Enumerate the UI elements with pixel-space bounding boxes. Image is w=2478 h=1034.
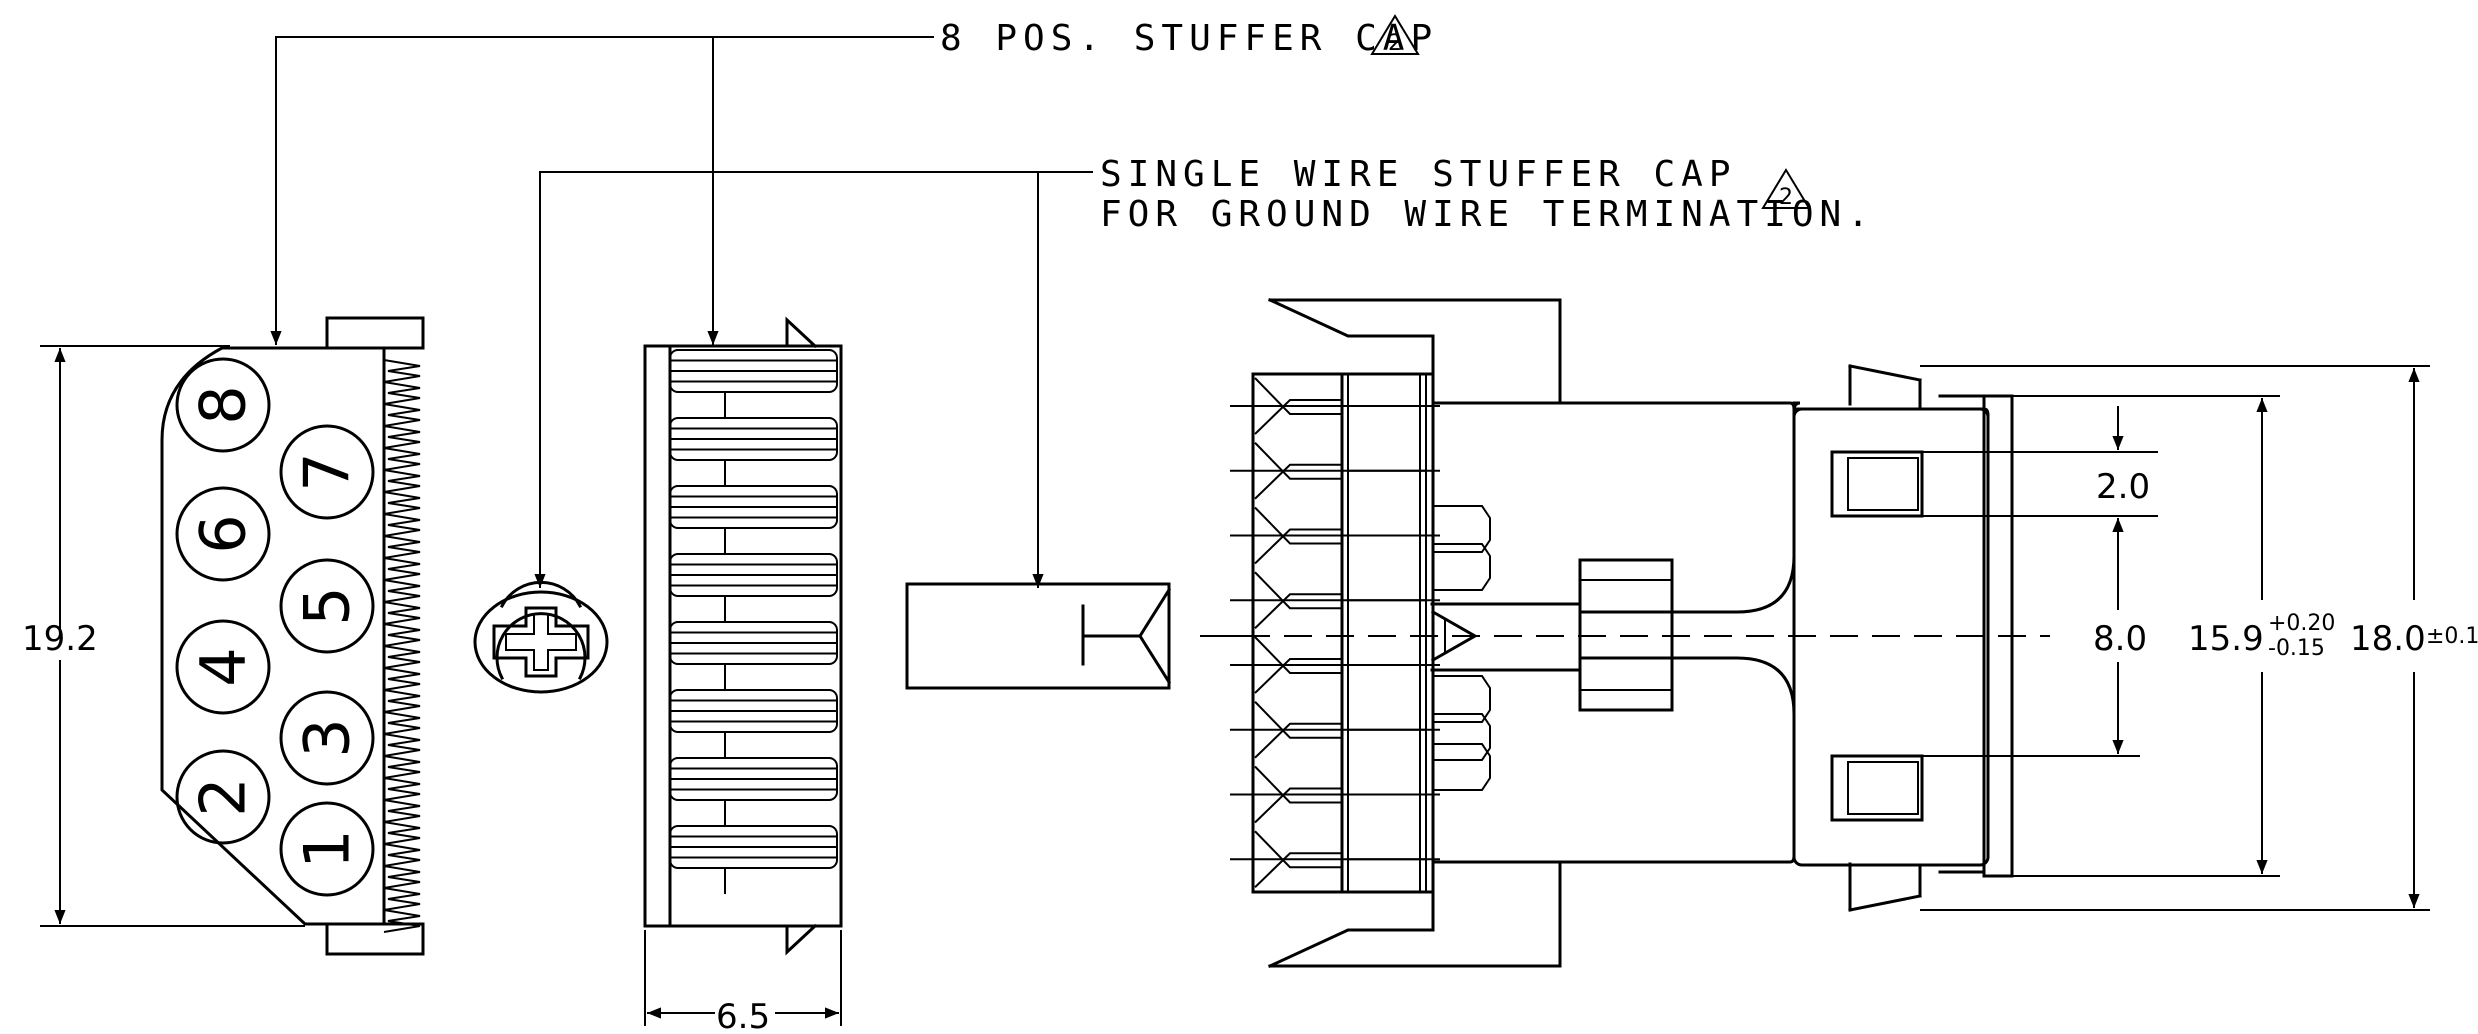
cap-slots bbox=[669, 349, 838, 894]
position-number-8: 8 bbox=[187, 385, 260, 424]
revision-triangle-icon: 2 bbox=[1370, 14, 1420, 56]
position-number-6: 6 bbox=[187, 514, 260, 553]
position-number-2: 2 bbox=[187, 777, 260, 816]
position-number-5: 5 bbox=[291, 586, 364, 625]
position-circle-7 bbox=[279, 424, 375, 520]
dim-2-0: 2.0 bbox=[1922, 406, 2158, 560]
position-number-1: 1 bbox=[291, 829, 364, 868]
position-circle-3 bbox=[279, 690, 375, 786]
revision-triangle-icon: 2 bbox=[1761, 168, 1811, 210]
dim-19-2: 19.2 bbox=[22, 345, 305, 927]
position-circle-5 bbox=[279, 558, 375, 654]
contact-comb bbox=[1230, 377, 1440, 888]
svg-text:2: 2 bbox=[1779, 185, 1793, 210]
label-8pos-stuffer-cap: 8 POS. STUFFER CAP bbox=[940, 18, 1438, 59]
position-number-4: 4 bbox=[187, 647, 260, 686]
dim-15-9: 15.9 +0.20 -0.15 bbox=[2012, 395, 2335, 877]
position-circle-8 bbox=[175, 357, 271, 453]
svg-text:2: 2 bbox=[1388, 31, 1402, 56]
position-circle-1 bbox=[279, 801, 375, 897]
dim-label-18-0: 18.0 bbox=[2350, 619, 2426, 659]
dim-18-0: 18.0 ±0.1 bbox=[1920, 365, 2478, 911]
label-single-wire-line2: FOR GROUND WIRE TERMINATION. bbox=[1100, 194, 1875, 235]
position-number-7: 7 bbox=[291, 452, 364, 491]
dim-8-0: 8.0 bbox=[1922, 518, 2147, 757]
dim-tol-plus: +0.20 bbox=[2268, 611, 2335, 636]
dim-label-8-0: 8.0 bbox=[2093, 619, 2147, 659]
dim-label-6-5: 6.5 bbox=[716, 997, 770, 1034]
dim-label-19-2: 19.2 bbox=[22, 619, 98, 659]
stuffer-cap-side-view bbox=[643, 316, 843, 956]
position-number-3: 3 bbox=[291, 718, 364, 757]
dim-label-15-9: 15.9 bbox=[2188, 619, 2264, 659]
position-circle-6 bbox=[175, 486, 271, 582]
leader-single-wire-stuffer-cap: SINGLE WIRE STUFFER CAP FOR GROUND WIRE … bbox=[534, 154, 1875, 588]
dim-tol-18: ±0.1 bbox=[2426, 624, 2478, 649]
dim-6-5: 6.5 bbox=[644, 930, 842, 1034]
leader-8pos-stuffer-cap: 8 POS. STUFFER CAP 2 bbox=[270, 14, 1438, 345]
position-circle-2 bbox=[175, 749, 271, 845]
assembled-connector-view bbox=[1230, 298, 2014, 968]
serrated-edge bbox=[383, 359, 421, 933]
dim-label-2-0: 2.0 bbox=[2096, 467, 2150, 507]
center-tabs bbox=[1433, 505, 1491, 791]
label-single-wire-line1: SINGLE WIRE STUFFER CAP bbox=[1100, 154, 1737, 195]
single-wire-cap-end-view bbox=[473, 580, 609, 694]
single-wire-cap-side-view bbox=[905, 582, 1172, 690]
dim-tol-minus: -0.15 bbox=[2268, 636, 2325, 661]
position-circle-4 bbox=[175, 619, 271, 715]
